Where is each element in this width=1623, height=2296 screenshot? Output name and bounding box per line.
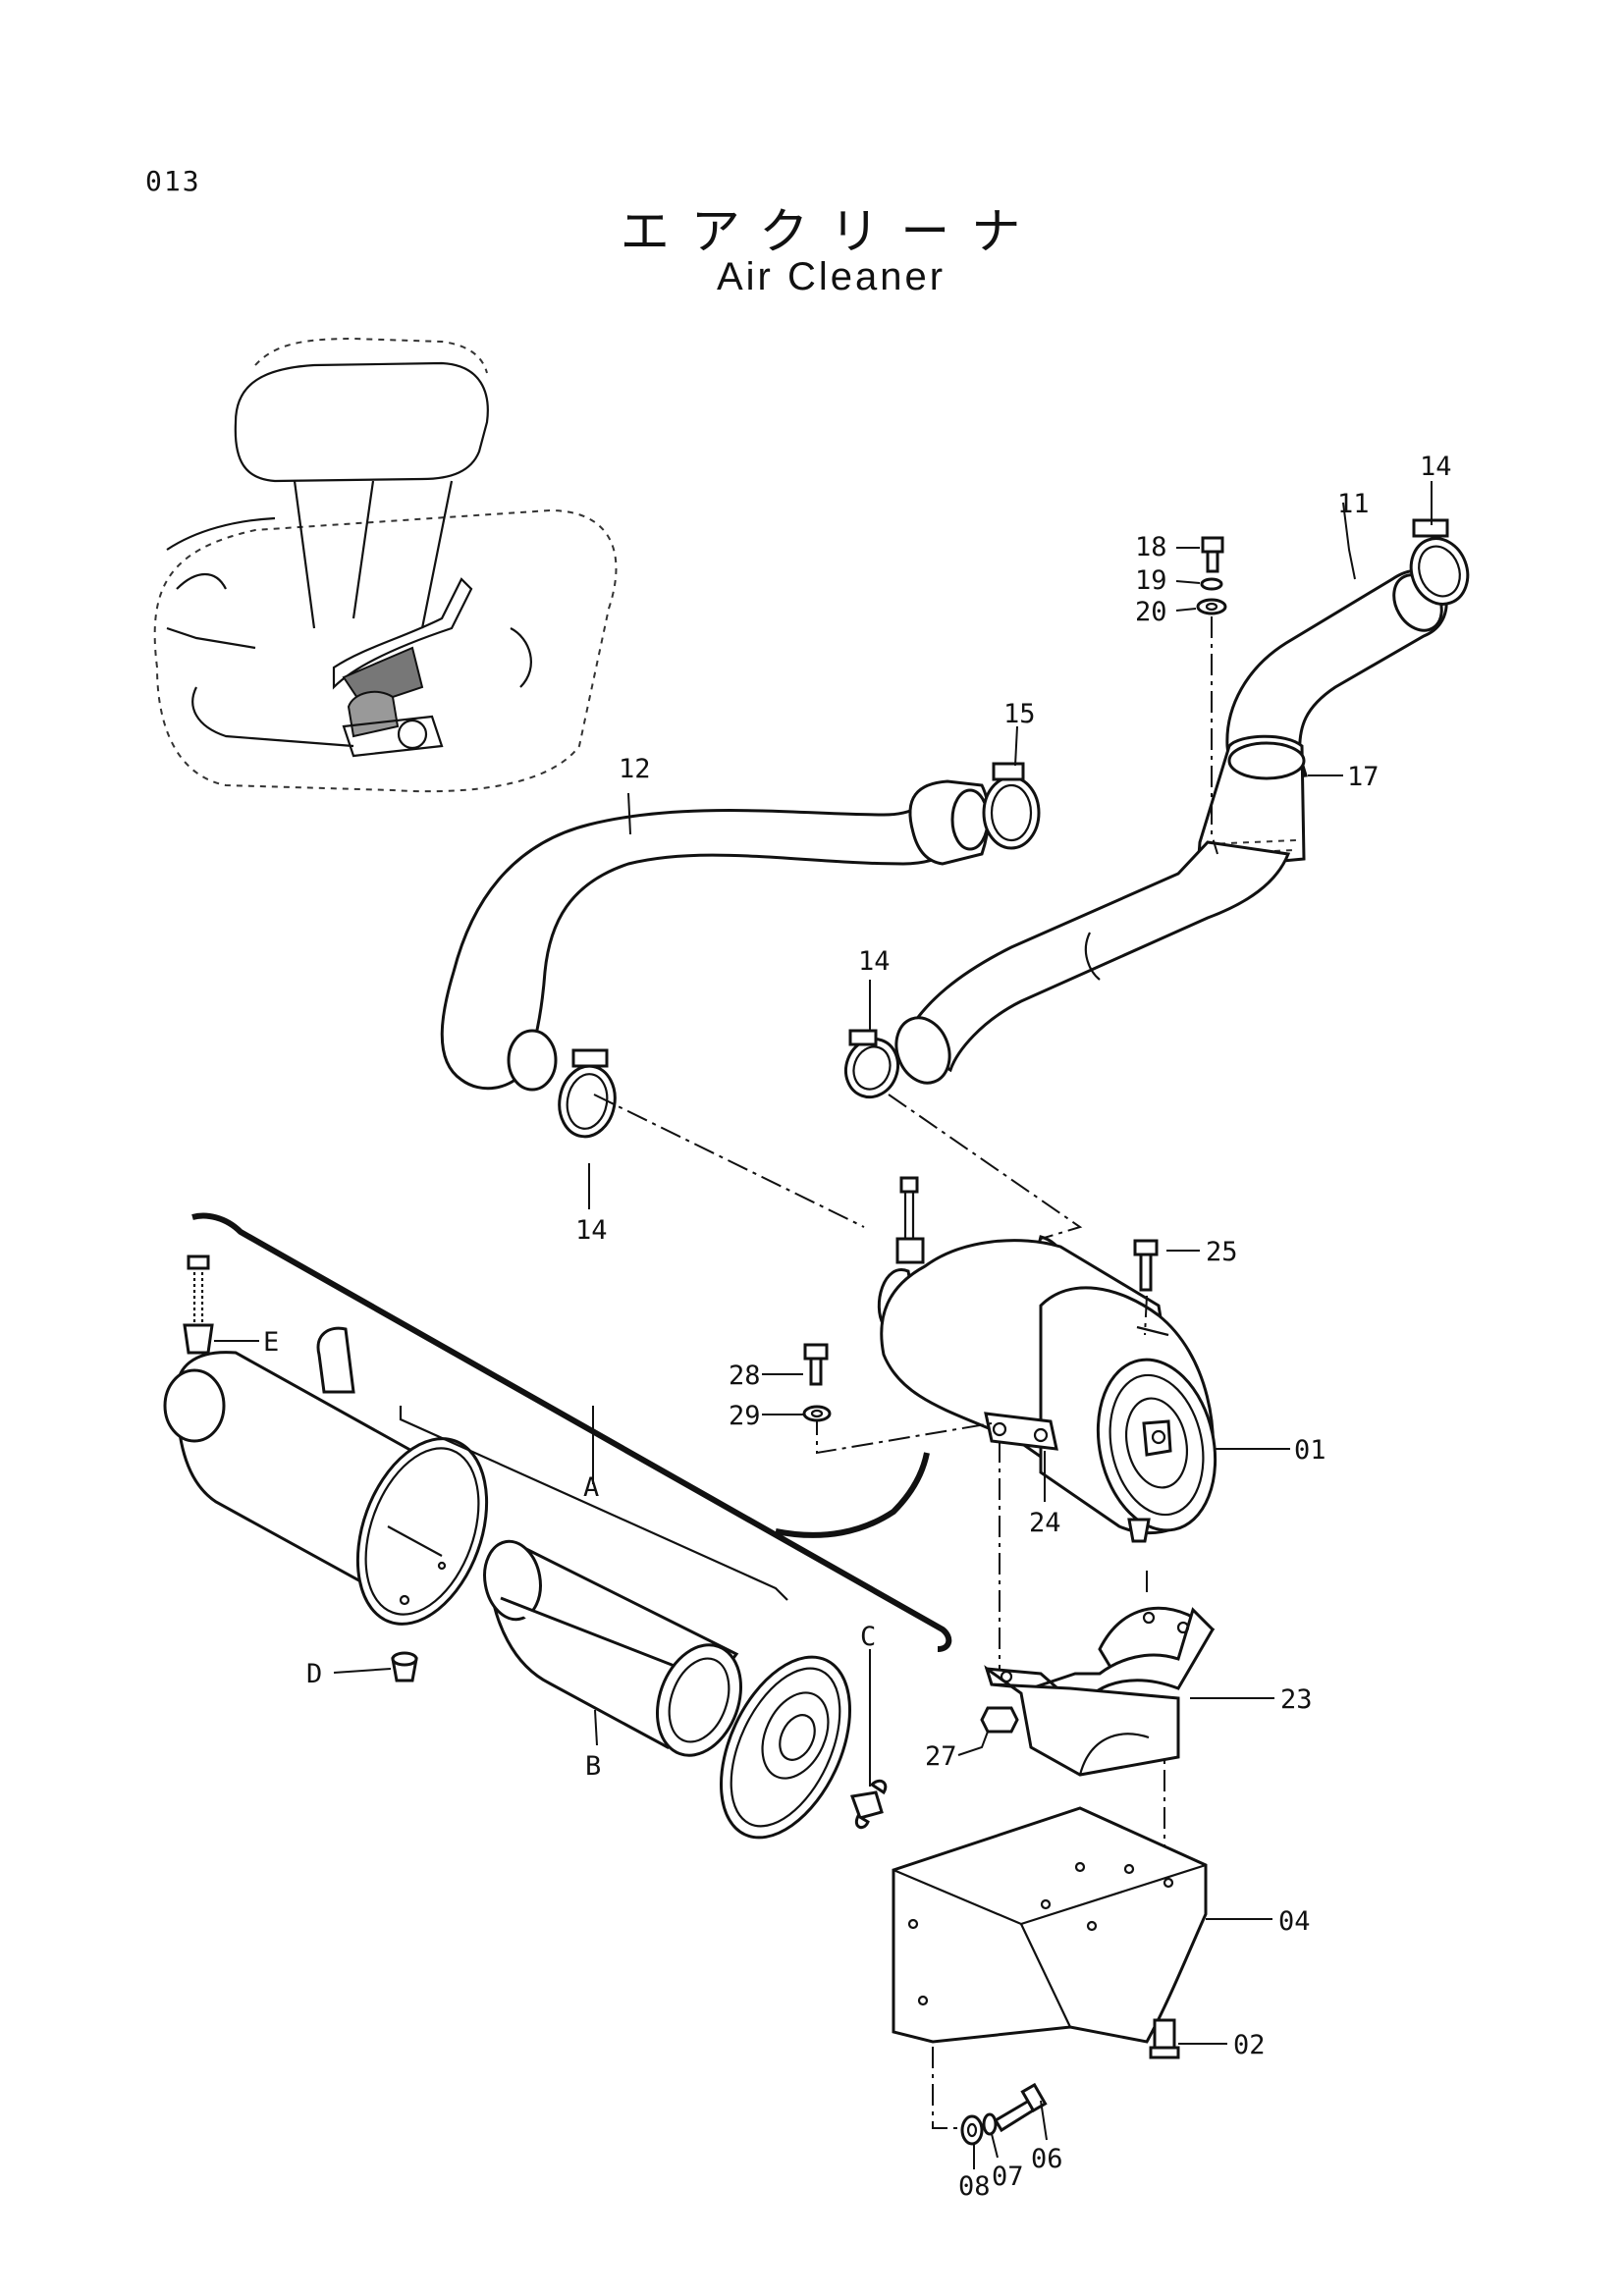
hose-clamp-14-middle	[844, 1029, 899, 1099]
elbow-pipe-17	[894, 734, 1306, 1085]
callout-14-bottom: 14	[575, 1215, 608, 1246]
callout-04: 04	[1278, 1906, 1311, 1937]
sensor-E	[183, 1255, 214, 1355]
washer-20	[1196, 598, 1227, 615]
cover-C	[719, 1655, 852, 1840]
callout-B: B	[585, 1751, 601, 1782]
title-english: Air Cleaner	[716, 255, 947, 298]
callout-14-top: 14	[1420, 452, 1452, 482]
assembly-line-29	[816, 1414, 993, 1455]
callout-29: 29	[729, 1401, 761, 1431]
callout-18: 18	[1135, 532, 1167, 562]
hose-clamp-15	[982, 762, 1041, 850]
callout-14-middle: 14	[858, 946, 891, 977]
callout-24: 24	[1029, 1508, 1061, 1538]
washer-29	[802, 1405, 832, 1422]
callout-12: 12	[619, 754, 651, 784]
exploded-group-border-curve	[775, 1452, 930, 1538]
callout-15: 15	[1003, 699, 1036, 729]
leader-lines	[214, 481, 1433, 2169]
callout-23: 23	[1280, 1684, 1313, 1715]
air-cleaner-assembly-01	[877, 1176, 1217, 1543]
washer-19	[1200, 577, 1223, 591]
bracket-23	[984, 1606, 1216, 1777]
wing-nut-C	[849, 1779, 888, 1830]
hose-clamp-14-bottom	[558, 1048, 617, 1139]
callout-A: A	[583, 1472, 599, 1503]
page-number: 013	[145, 165, 201, 197]
callout-D: D	[306, 1659, 322, 1689]
assembly-line-08	[932, 2047, 967, 2129]
callout-06: 06	[1031, 2144, 1063, 2174]
callout-C: C	[860, 1622, 876, 1652]
assembly-line-25	[1144, 1295, 1148, 1336]
nut-27	[980, 1706, 1019, 1734]
bolt-18	[1201, 536, 1224, 573]
washer-08	[960, 2114, 984, 2146]
callout-07: 07	[992, 2162, 1024, 2192]
group-A-bracket	[399, 1406, 788, 1601]
bolt-28	[803, 1343, 829, 1386]
bolt-02	[1149, 2018, 1180, 2059]
callout-19: 19	[1135, 565, 1167, 596]
callout-11: 11	[1337, 489, 1370, 519]
bolt-25	[1133, 1239, 1159, 1292]
title-japanese: エアクリーナ	[620, 203, 1043, 260]
valve-D	[391, 1651, 418, 1682]
filter-element-B	[483, 1539, 743, 1757]
exploded-group-border	[191, 1212, 952, 1652]
machine-location-inset	[153, 337, 618, 793]
callout-25: 25	[1206, 1237, 1238, 1267]
callout-01: 01	[1294, 1435, 1326, 1466]
callout-02: 02	[1233, 2030, 1266, 2060]
callout-27: 27	[925, 1741, 957, 1772]
assembly-line-20	[1211, 616, 1218, 855]
callout-E: E	[263, 1327, 279, 1358]
hose-clamp-14-top	[1409, 518, 1470, 606]
callout-08: 08	[958, 2171, 991, 2202]
callout-28: 28	[729, 1361, 761, 1391]
callout-labels: 14 11 18 19 20 15 17 12 14 14 25 28 29 0…	[263, 452, 1452, 2202]
washer-07	[982, 2112, 998, 2136]
assembly-line-hose-12	[593, 1094, 865, 1228]
callout-20: 20	[1135, 597, 1167, 627]
cleaner-body-exploded	[163, 1326, 489, 1626]
bolt-06	[993, 2082, 1048, 2133]
assembly-line-hose-17	[888, 1094, 1083, 1240]
callout-17: 17	[1347, 762, 1380, 792]
mounting-plate-04	[892, 1806, 1208, 2044]
